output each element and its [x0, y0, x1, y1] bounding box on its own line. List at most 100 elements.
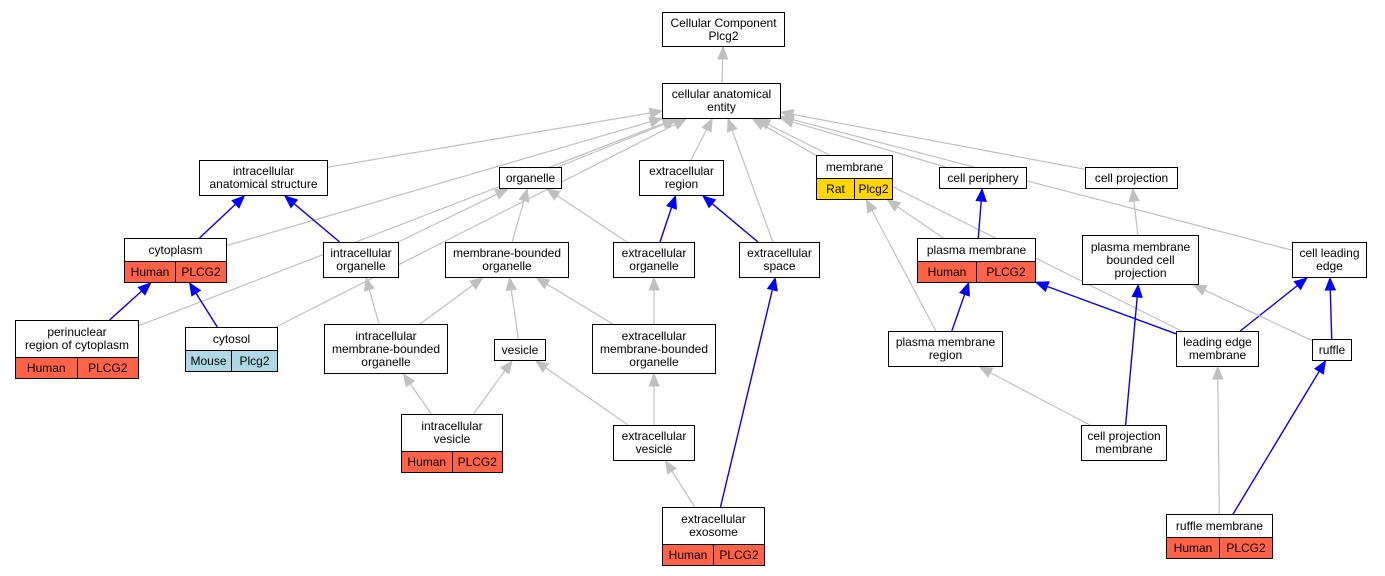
- node-cellproj[interactable]: cell projection: [1085, 167, 1178, 189]
- edge-cpm-to-pmr: [990, 372, 1091, 426]
- node-label: extracellular vesicle: [621, 429, 687, 456]
- gene-symbol: PLCG2: [76, 358, 138, 378]
- edge-pm-to-membrane: [897, 206, 944, 239]
- node-imbo[interactable]: intracellular membrane-bounded organelle: [324, 324, 448, 374]
- node-exreg[interactable]: extracellular region: [639, 160, 724, 196]
- arrowhead: [1293, 277, 1308, 291]
- arrowhead: [766, 276, 778, 292]
- arrowhead: [865, 198, 878, 214]
- edge-pmbcp-to-cellproj: [1133, 200, 1139, 236]
- edge-pmr-to-membrane: [871, 210, 937, 332]
- arrowhead: [499, 359, 513, 375]
- arrowhead: [779, 114, 795, 126]
- node-ias[interactable]: intracellular anatomical structure: [199, 160, 328, 196]
- edge-exo-to-exspace: [719, 289, 774, 508]
- arrowhead: [1314, 359, 1327, 375]
- arrowhead: [534, 360, 550, 373]
- edge-pm-to-cellper: [977, 200, 982, 239]
- edge-lem-to-pm: [1047, 285, 1177, 335]
- node-label: intracellular vesicle: [421, 419, 483, 446]
- edge-ev-to-vesicle: [545, 367, 629, 426]
- arrowhead: [469, 277, 484, 290]
- arrowhead: [518, 187, 530, 203]
- node-label: extracellular membrane-bounded organelle: [599, 328, 709, 369]
- node-vesicle[interactable]: vesicle: [494, 339, 546, 361]
- arrowhead: [648, 372, 660, 387]
- node-pmbcp[interactable]: plasma membrane bounded cell projection: [1082, 235, 1199, 285]
- arrowhead: [978, 366, 994, 378]
- node-organelle[interactable]: organelle: [499, 167, 562, 189]
- node-label: extracellular exosome: [681, 512, 746, 539]
- node-label: extracellular space: [747, 246, 812, 273]
- edge-lem-to-cle: [1239, 284, 1298, 332]
- edge-perinuc-to-cae: [138, 122, 664, 327]
- edge-cytosol-to-cytoplasm: [195, 292, 218, 328]
- edge-cytosol-to-cae: [275, 123, 676, 328]
- species-label: Mouse: [186, 351, 231, 371]
- gene-symbol: PLCG2: [175, 262, 226, 282]
- edge-cellper-to-cae: [792, 121, 946, 168]
- node-ev[interactable]: extracellular vesicle: [613, 425, 695, 461]
- node-exspace[interactable]: extracellular space: [739, 242, 820, 278]
- species-label: Human: [663, 545, 713, 565]
- node-label: ruffle membrane: [1175, 518, 1264, 533]
- edge-imbo-to-intorg: [368, 289, 380, 325]
- node-cellper[interactable]: cell periphery: [939, 167, 1027, 189]
- node-label: vesicle: [501, 342, 539, 357]
- node-cle[interactable]: cell leading edge: [1292, 242, 1367, 278]
- node-mbo[interactable]: membrane-bounded organelle: [445, 242, 569, 278]
- edge-imbo-to-mbo: [419, 284, 474, 325]
- arrowhead: [494, 188, 509, 200]
- node-label: organelle: [505, 170, 556, 185]
- arrowhead: [701, 117, 713, 133]
- node-exorg[interactable]: extracellular organelle: [613, 242, 695, 278]
- node-label: extracellular region: [649, 164, 714, 191]
- node-label: intracellular membrane-bounded organelle: [331, 328, 441, 369]
- arrowhead: [1131, 283, 1143, 298]
- node-lem[interactable]: leading edge membrane: [1176, 331, 1259, 367]
- species-label: Human: [918, 262, 976, 282]
- node-ruffle[interactable]: ruffle: [1312, 339, 1352, 361]
- arrowhead: [535, 277, 551, 290]
- node-label: cell leading edge: [1299, 246, 1360, 273]
- arrowhead: [886, 199, 902, 212]
- node-label: plasma membrane bounded cell projection: [1090, 239, 1191, 280]
- node-cae[interactable]: cellular anatomical entity: [662, 83, 781, 119]
- node-cpm[interactable]: cell projection membrane: [1081, 425, 1167, 461]
- edge-exo-to-ev: [671, 470, 696, 508]
- edge-iv-to-imbo: [409, 383, 432, 415]
- gene-symbol: PLCG2: [451, 452, 502, 472]
- arrowhead: [363, 276, 375, 292]
- edge-cytoplasm-to-cae: [226, 121, 651, 247]
- arrowhead: [726, 117, 738, 133]
- edge-ruffle-to-pmbcp: [1204, 289, 1313, 342]
- node-intorg[interactable]: intracellular organelle: [323, 242, 399, 278]
- node-embo[interactable]: extracellular membrane-bounded organelle: [592, 324, 716, 374]
- edge-perinuc-to-cytoplasm: [109, 290, 143, 321]
- node-label: plasma membrane: [926, 242, 1027, 257]
- edge-organelle-to-cae: [557, 122, 666, 168]
- edge-exspace-to-exreg: [711, 203, 759, 243]
- arrowhead: [505, 276, 518, 292]
- arrowhead: [975, 187, 987, 202]
- node-cc_root[interactable]: Cellular Component Plcg2: [662, 12, 785, 47]
- gene-symbol: PLCG2: [713, 545, 764, 565]
- node-pmr[interactable]: plasma membrane region: [888, 331, 1003, 367]
- arrowhead: [1212, 365, 1224, 380]
- edge-cae-to-cc_root: [721, 58, 724, 84]
- arrowhead: [137, 282, 152, 296]
